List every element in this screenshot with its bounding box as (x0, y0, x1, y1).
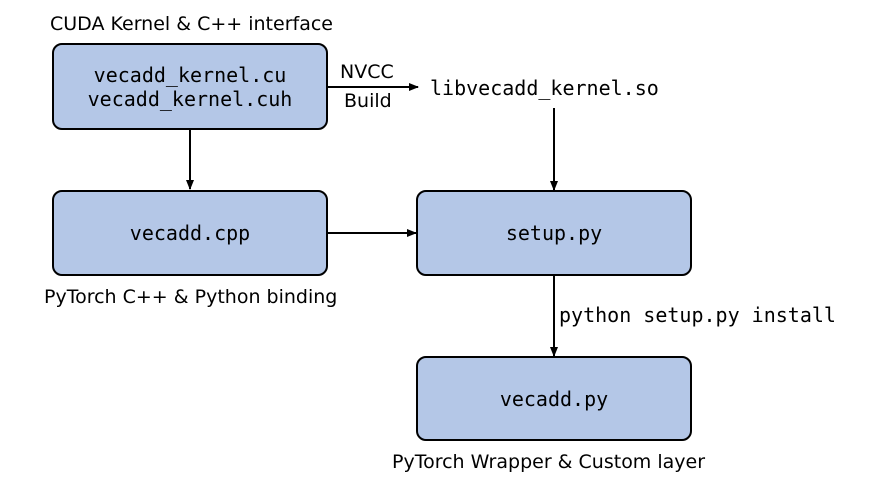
binding-box: vecadd.cpp (52, 190, 328, 276)
build-label: Build (344, 90, 392, 112)
pytorch-binding-caption: PyTorch C++ & Python binding (44, 286, 338, 308)
wrapper-filename: vecadd.py (499, 386, 609, 411)
library-filename: libvecadd_kernel.so (430, 76, 659, 100)
kernel-cuh-filename: vecadd_kernel.cuh (87, 86, 293, 111)
pytorch-wrapper-caption: PyTorch Wrapper & Custom layer (392, 451, 706, 473)
setup-box: setup.py (416, 190, 692, 276)
wrapper-box: vecadd.py (416, 356, 692, 441)
setup-filename: setup.py (505, 221, 603, 245)
cuda-kernel-caption: CUDA Kernel & C++ interface (50, 13, 333, 35)
binding-filename: vecadd.cpp (129, 221, 251, 245)
kernel-files-box: vecadd_kernel.cu vecadd_kernel.cuh (52, 43, 328, 130)
nvcc-label: NVCC (340, 61, 394, 83)
install-command-label: python setup.py install (559, 303, 836, 327)
kernel-cu-filename: vecadd_kernel.cu (93, 62, 287, 87)
